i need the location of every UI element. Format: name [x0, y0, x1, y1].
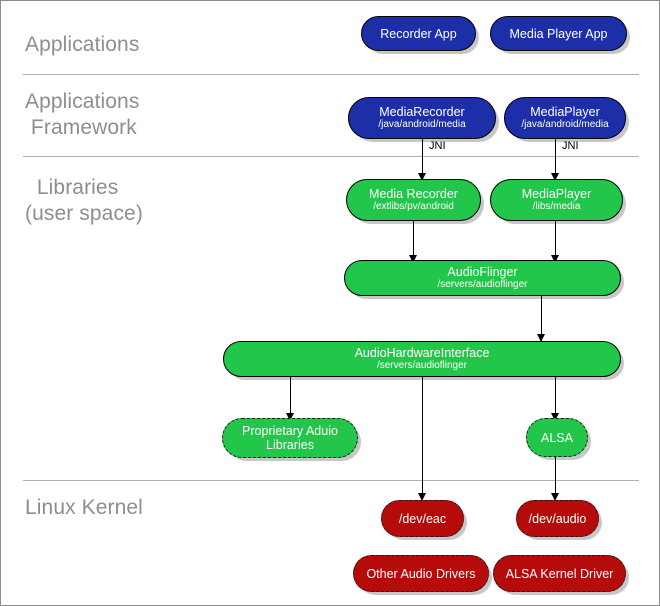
connector-mediaplayer-jni-line [555, 139, 556, 178]
node-proprietary-audio-libs-title2: Libraries [266, 438, 314, 452]
connector-ahi-alsa-arrow [551, 413, 559, 421]
node-alsa-kernel-driver[interactable]: ALSA Kernel Driver [493, 555, 626, 592]
node-mediaplayer-framework-path: /java/android/media [521, 119, 609, 130]
connector-recorderlib-flinger-line [413, 221, 414, 263]
node-media-recorder-lib-title: Media Recorder [369, 187, 458, 201]
connector-ahi-proprietary-line [290, 377, 291, 420]
connector-playerlib-flinger-line [555, 221, 556, 263]
node-mediarecorder-framework[interactable]: MediaRecorder /java/android/media [348, 97, 496, 139]
connector-mediarecorder-jni-arrow [418, 173, 426, 181]
node-media-player-app-title: Media Player App [509, 26, 608, 41]
node-recorder-app-title: Recorder App [380, 26, 457, 41]
node-mediaplayer-lib-path: /libs/media [532, 201, 581, 212]
node-audiohardwareinterface[interactable]: AudioHardwareInterface /servers/audiofli… [223, 341, 621, 377]
node-recorder-app[interactable]: Recorder App [361, 16, 476, 51]
node-audioflinger-path: /servers/audioflinger [437, 279, 528, 290]
node-dev-audio[interactable]: /dev/audio [516, 500, 599, 537]
layer-label-linux-kernel: Linux Kernel [25, 496, 143, 519]
node-dev-eac-title: /dev/eac [398, 511, 447, 526]
node-audiohardwareinterface-path: /servers/audioflinger [376, 360, 468, 371]
node-dev-audio-title: /dev/audio [528, 511, 587, 526]
divider-linux-kernel [23, 480, 639, 481]
connector-alsa-devaudio-line [555, 457, 556, 499]
connector-playerlib-flinger-arrow [551, 255, 559, 263]
node-proprietary-audio-libs-title: Proprietary Aduio [242, 424, 338, 438]
node-audiohardwareinterface-title: AudioHardwareInterface [354, 346, 490, 360]
node-mediarecorder-framework-path: /java/android/media [378, 119, 466, 130]
node-audioflinger[interactable]: AudioFlinger /servers/audioflinger [344, 260, 621, 296]
node-audioflinger-title: AudioFlinger [447, 265, 518, 279]
node-other-audio-drivers-title: Other Audio Drivers [366, 566, 476, 581]
connector-flinger-ahi-arrow [537, 334, 545, 342]
connector-ahi-alsa-line [555, 377, 556, 420]
connector-flinger-ahi-line [541, 295, 542, 343]
node-mediarecorder-framework-title: MediaRecorder [379, 105, 465, 119]
node-mediaplayer-framework[interactable]: MediaPlayer /java/android/media [504, 97, 626, 139]
node-media-player-app[interactable]: Media Player App [490, 16, 627, 51]
divider-applications-framework [23, 156, 639, 157]
edge-label-jni-player: JNI [562, 140, 579, 152]
node-mediaplayer-lib-title: MediaPlayer [521, 187, 592, 201]
node-media-recorder-lib-path: /extlibs/pv/android [373, 201, 454, 212]
node-media-recorder-lib[interactable]: Media Recorder /extlibs/pv/android [346, 179, 481, 221]
connector-ahi-deveac-line [422, 377, 423, 499]
node-dev-eac[interactable]: /dev/eac [381, 500, 464, 537]
connector-ahi-proprietary-arrow [286, 413, 294, 421]
layer-label-libraries: Libraries (user space) [25, 176, 143, 225]
layer-label-applications: Applications [25, 33, 140, 56]
connector-alsa-devaudio-arrow [551, 493, 559, 501]
layer-label-applications-framework: Applications Framework [25, 90, 140, 139]
node-alsa-title: ALSA [541, 430, 573, 445]
node-mediaplayer-lib[interactable]: MediaPlayer /libs/media [490, 179, 623, 221]
connector-recorderlib-flinger-arrow [409, 255, 417, 263]
node-alsa-kernel-driver-title: ALSA Kernel Driver [505, 566, 614, 581]
node-proprietary-audio-libs[interactable]: Proprietary Aduio Libraries [222, 418, 358, 458]
node-other-audio-drivers[interactable]: Other Audio Drivers [353, 555, 489, 592]
node-alsa[interactable]: ALSA [526, 418, 588, 457]
connector-ahi-deveac-arrow [418, 493, 426, 501]
divider-applications [23, 74, 639, 75]
edge-label-jni-recorder: JNI [429, 140, 446, 152]
connector-mediarecorder-jni-line [422, 139, 423, 178]
connector-mediaplayer-jni-arrow [551, 173, 559, 181]
node-mediaplayer-framework-title: MediaPlayer [530, 105, 600, 119]
